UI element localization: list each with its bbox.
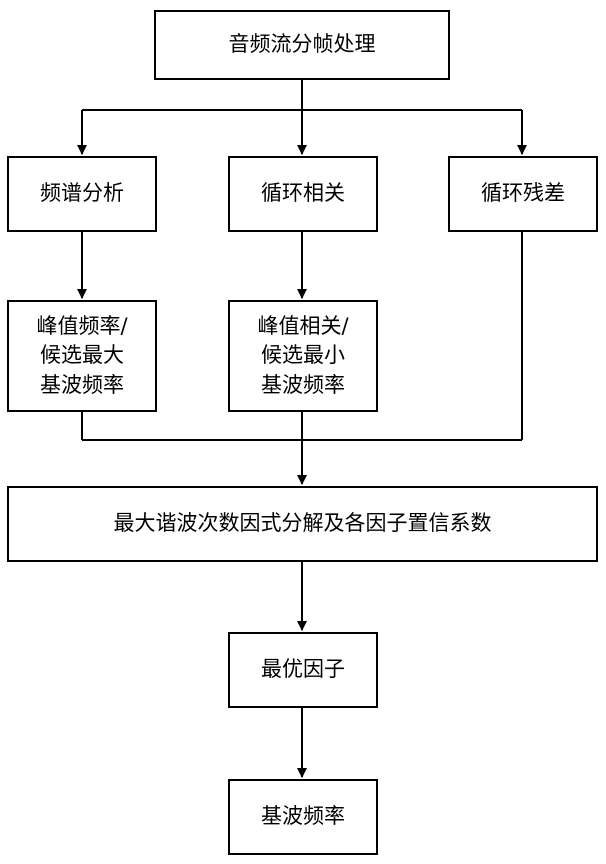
node-fundamental-frequency: 基波频率 bbox=[228, 779, 378, 855]
node-peak-frequency-line-1: 峰值频率/ bbox=[36, 312, 127, 341]
node-peak-correlation: 峰值相关/ 候选最小 基波频率 bbox=[228, 300, 378, 412]
node-peak-correlation-line-3: 基波频率 bbox=[257, 371, 348, 400]
node-best-factor: 最优因子 bbox=[228, 632, 378, 708]
node-peak-correlation-line-2: 候选最小 bbox=[257, 341, 348, 370]
node-frame-split-label: 音频流分帧处理 bbox=[229, 30, 376, 59]
node-peak-frequency-line-2: 候选最大 bbox=[36, 341, 127, 370]
node-harmonic-factorization: 最大谐波次数因式分解及各因子置信系数 bbox=[7, 486, 598, 562]
node-cyclic-correlation: 循环相关 bbox=[228, 156, 378, 232]
node-peak-frequency: 峰值频率/ 候选最大 基波频率 bbox=[7, 300, 157, 412]
node-cyclic-correlation-label: 循环相关 bbox=[261, 179, 345, 208]
node-peak-frequency-line-3: 基波频率 bbox=[36, 371, 127, 400]
node-fundamental-frequency-label: 基波频率 bbox=[261, 802, 345, 831]
node-peak-correlation-line-1: 峰值相关/ bbox=[257, 312, 348, 341]
node-best-factor-label: 最优因子 bbox=[261, 655, 345, 684]
node-spectrum-analysis: 频谱分析 bbox=[7, 156, 157, 232]
node-cyclic-residual-label: 循环残差 bbox=[481, 179, 565, 208]
node-spectrum-analysis-label: 频谱分析 bbox=[40, 179, 124, 208]
node-frame-split: 音频流分帧处理 bbox=[154, 10, 450, 80]
node-harmonic-factorization-label: 最大谐波次数因式分解及各因子置信系数 bbox=[114, 509, 492, 538]
node-cyclic-residual: 循环残差 bbox=[448, 156, 598, 232]
